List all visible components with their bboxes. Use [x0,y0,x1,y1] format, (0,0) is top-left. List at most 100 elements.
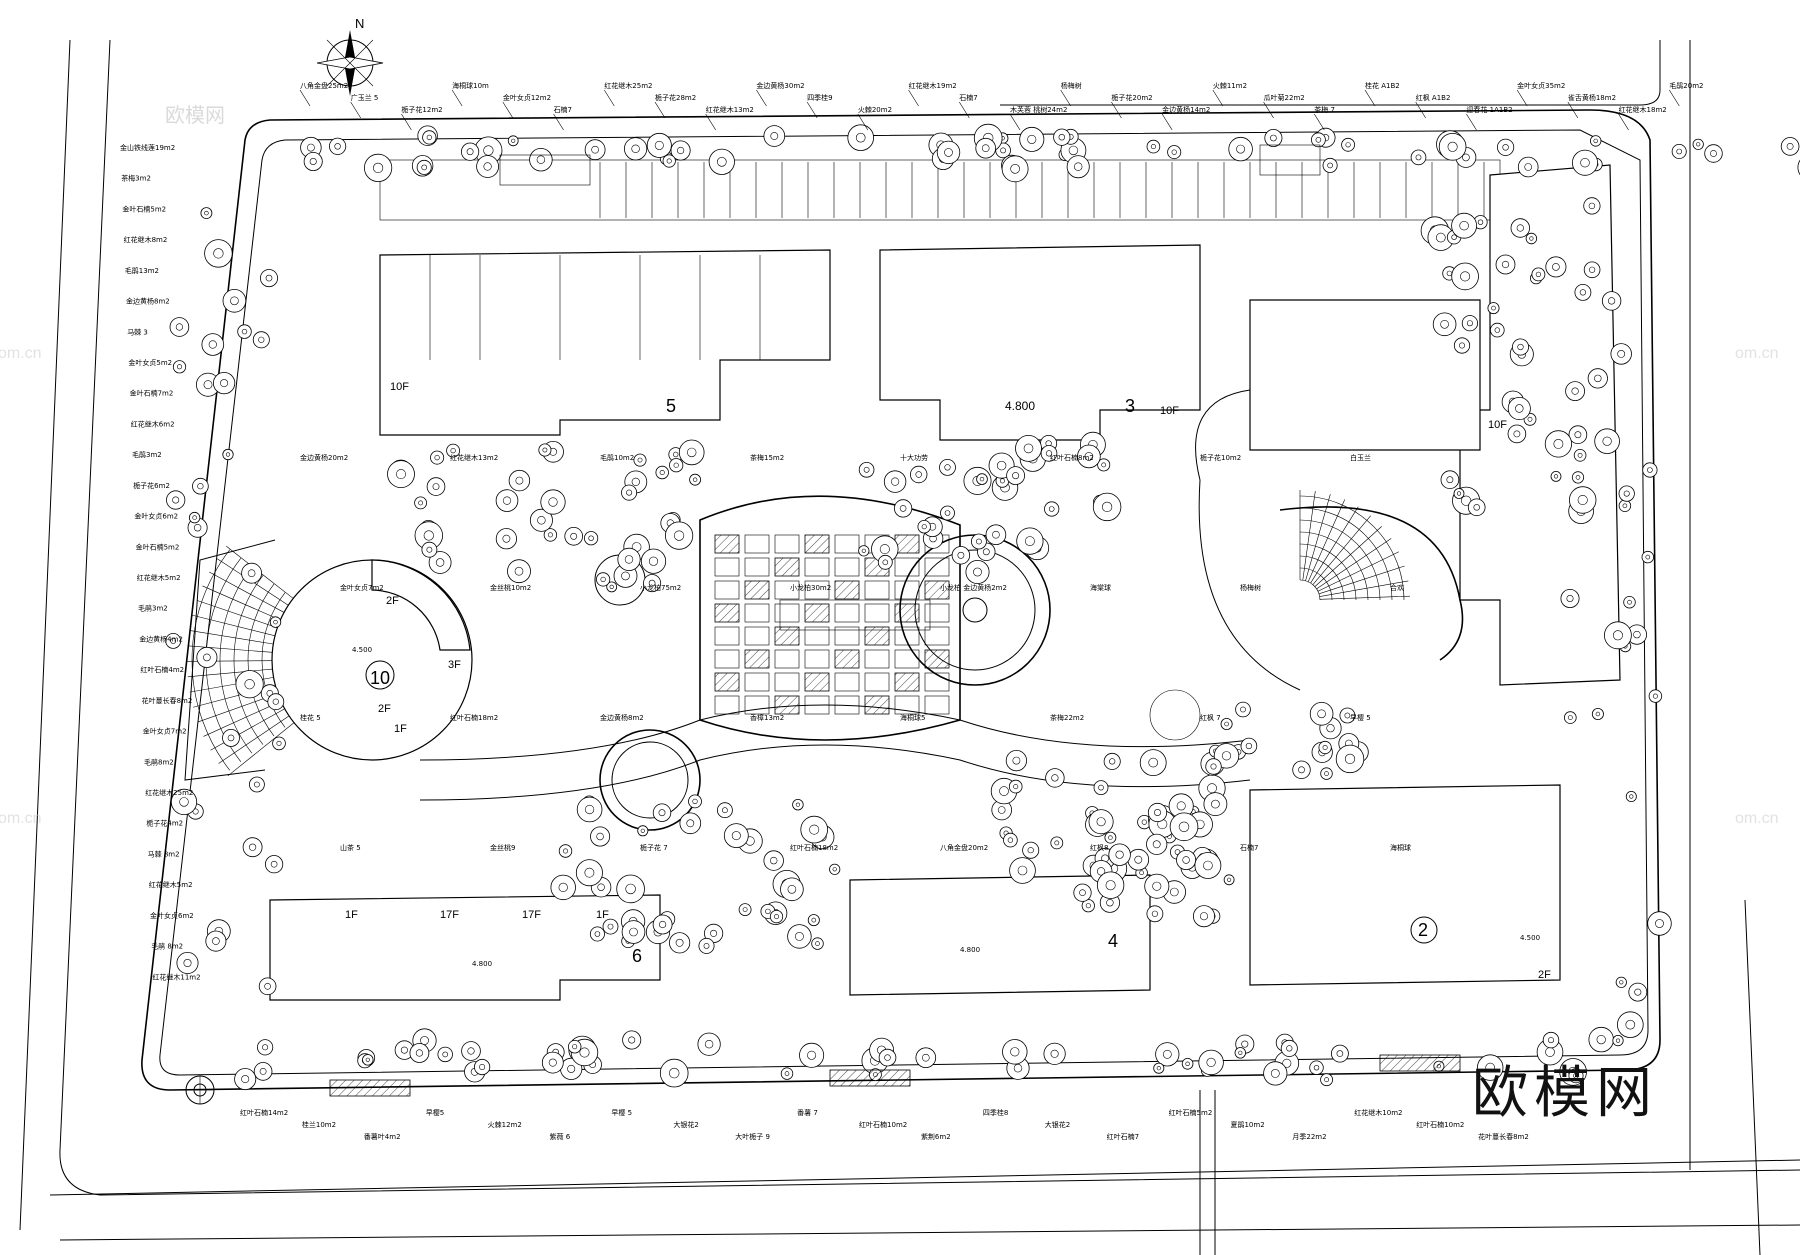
bottom-plant-label-12: 四季桂8 [983,1108,1008,1117]
left-plant-label-27: 红花继木11m2 [152,972,200,981]
elevation-labels: 4.800 4.500 4.800 4.800 4.500 [352,399,1540,968]
building-1-floors: 10F [1488,419,1507,431]
top-plant-label-19: 瓜叶菊22m2 [1264,93,1305,102]
building-10-floor-2f-b: 2F [378,703,391,715]
interior-plant-label-26: 栀子花 7 [640,843,668,852]
building-10-number: 10 [370,668,390,688]
interior-plant-label-25: 金丝桃9 [490,843,515,852]
interior-plant-label-21: 茶梅22m2 [1050,713,1084,722]
interior-plant-label-16: 桂花 5 [300,713,321,722]
bottom-plant-label-14: 红叶石楠7 [1107,1132,1139,1141]
club-fan-plaza [184,539,295,781]
plant-labels-left: 金山铁线莲19m2茶梅3m2金叶石楠5m2红花继木8m2毛鹃13m2金边黄杨8m… [120,143,201,981]
interior-plant-label-6: 栀子花10m2 [1200,453,1241,462]
bottom-plant-label-11: 紫荆6m2 [921,1132,951,1141]
top-plant-label-20: 茶梅 7 [1314,105,1335,114]
interior-plant-label-7: 白玉兰 [1350,453,1371,462]
watermark-url-right: om.cn [1735,345,1779,362]
interior-plant-label-18: 金边黄杨8m2 [600,713,644,722]
left-plant-label-25: 金叶女贞6m2 [150,911,194,920]
elevation-center: 4.800 [1005,399,1035,413]
bottom-plant-label-5: 紫薇 6 [550,1132,571,1141]
top-plant-label-8: 红花继木13m2 [706,105,754,114]
left-plant-label-17: 红叶石楠4m2 [140,665,184,674]
interior-plant-label-23: 早樱 5 [1350,713,1371,722]
left-plant-label-6: 马棘 3 [127,328,148,336]
elevation-b6: 4.800 [472,960,492,968]
top-plant-label-13: 石楠7 [959,93,977,102]
left-plant-label-10: 毛鹃3m2 [132,450,162,459]
building-2-floors: 2F [1538,969,1551,981]
top-plant-label-27: 毛鹃20m2 [1669,81,1703,90]
top-plant-label-4: 金叶女贞12m2 [503,93,551,102]
building-10-floor-1f: 1F [394,723,407,735]
top-plant-label-25: 雀舌黄杨18m2 [1568,93,1616,102]
top-plant-label-2: 栀子花12m2 [401,105,442,114]
top-plant-label-21: 桂花 A1B2 [1365,81,1400,90]
interior-plant-label-30: 石楠7 [1240,843,1258,852]
left-plant-label-14: 红花继木5m2 [137,573,181,582]
interior-plant-label-27: 红叶石楠18m2 [790,843,838,852]
elevation-b2: 4.500 [1520,934,1540,942]
interior-plant-label-24: 山茶 5 [340,843,361,852]
building-6-number: 6 [632,946,642,966]
watermark-brand: 欧模网 [165,103,225,127]
building-6-floor-b: 17F [440,909,459,921]
interior-plant-label-1: 红花继木13m2 [450,453,498,462]
bottom-plant-label-9: 番薯 7 [797,1108,818,1117]
left-plant-label-15: 毛鹃3m2 [138,604,168,613]
left-plant-label-16: 金边黄杨4m2 [139,634,183,643]
top-plant-label-16: 栀子花20m2 [1111,93,1152,102]
watermark-url: om.cn [0,345,42,362]
left-plant-label-5: 金边黄杨8m2 [126,297,170,306]
building-5-number: 5 [666,396,676,416]
elevation-club: 4.500 [352,646,372,654]
left-plant-label-23: 马棘 8m2 [148,850,180,858]
bottom-plant-label-13: 大银花2 [1045,1120,1070,1129]
bottom-plant-label-3: 早樱5 [426,1108,444,1117]
north-arrow: N [316,16,384,96]
top-plant-label-0: 八角金盘25m2 [300,81,348,90]
spiral-garden [1195,389,1464,691]
interior-plant-label-28: 八角金盘20m2 [940,843,988,852]
left-plant-label-22: 栀子花4m2 [146,819,183,828]
building-6-floor-d: 1F [596,909,609,921]
interior-plant-label-4: 十大功劳 [900,453,928,462]
top-plant-label-17: 金边黄杨14m2 [1162,105,1210,114]
left-plant-label-1: 茶梅3m2 [121,174,151,183]
interior-plant-label-8: 金叶女贞7m2 [340,583,384,592]
building-6-floor-c: 17F [522,909,541,921]
left-plant-label-9: 红花继木6m2 [131,419,175,428]
top-plant-label-11: 火棘20m2 [858,106,892,114]
corner-brand-logo: 欧模网 [1472,1061,1658,1126]
top-plant-label-6: 红花继木25m2 [604,81,652,90]
top-plant-label-9: 金边黄杨30m2 [756,81,804,90]
left-plant-label-18: 花叶蔓长春8m2 [142,696,193,705]
building-3-floors: 10F [1160,405,1179,417]
top-plant-label-10: 四季桂9 [807,93,832,102]
interior-plant-label-10: 小龙柏75m2 [640,583,681,592]
left-plant-label-13: 金叶石楠5m2 [136,542,180,551]
building-4-number: 4 [1108,931,1118,951]
interior-plant-label-14: 杨梅树 [1240,583,1261,592]
top-plant-label-5: 石楠7 [554,105,572,114]
interior-plant-label-3: 茶梅15m2 [750,453,784,462]
scale-compass [185,1075,215,1105]
bottom-benches [329,144,1461,1097]
site-roads [19,39,1800,1255]
bottom-plant-label-17: 月季22m2 [1292,1132,1326,1141]
interior-plant-label-0: 金边黄杨20m2 [300,453,348,462]
top-plant-label-7: 栀子花28m2 [655,93,696,102]
bottom-plant-label-10: 红叶石楠10m2 [859,1120,907,1129]
bottom-plant-label-18: 红花继木10m2 [1354,1108,1402,1117]
elevation-b4: 4.800 [960,946,980,954]
left-plant-label-11: 栀子花6m2 [133,481,170,490]
bottom-plant-label-19: 红叶石楠10m2 [1416,1120,1464,1129]
bottom-plant-label-20: 花叶蔓长春8m2 [1478,1132,1529,1141]
interior-plant-label-31: 海桐球 [1390,843,1411,852]
bottom-plant-label-15: 红叶石楠5m2 [1169,1108,1213,1117]
interior-plant-label-13: 海棠球 [1090,583,1111,592]
